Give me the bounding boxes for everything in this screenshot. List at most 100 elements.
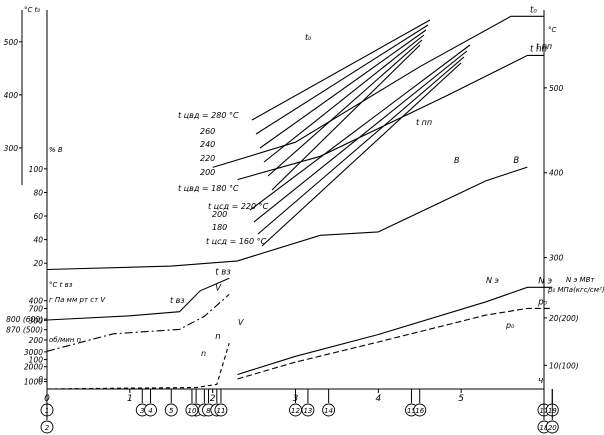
left-axis-label: об/мин n: [49, 336, 81, 344]
event-marker-label: 12: [291, 407, 300, 415]
annotation-label: 180: [212, 223, 227, 232]
event-marker-label: 5: [169, 407, 174, 415]
left-tick-label: 300: [4, 144, 19, 153]
annotation-label: 260: [200, 127, 215, 136]
fan-line: [257, 56, 465, 235]
annotation-label: t цсд = 160 °C: [206, 237, 267, 246]
fan-line: [255, 24, 429, 135]
left-axis-label: % B: [49, 146, 63, 154]
annotation-label: t пп: [536, 42, 552, 51]
x-tick-label: 5: [458, 394, 464, 404]
left-tick-label: 100: [29, 165, 44, 174]
annotation-label: N э: [486, 276, 499, 285]
x-tick-label: 2: [210, 394, 216, 404]
series-line: [212, 15, 544, 168]
annotation-label: t₀: [305, 33, 312, 42]
series-line: [46, 293, 230, 352]
right-axis-label: p₀ МПа(кгс/см²): [547, 286, 604, 294]
series-label: t вз: [215, 267, 231, 277]
event-marker-circle: [185, 403, 199, 417]
event-marker-label: 2: [45, 424, 50, 432]
annotation-label: t пп: [416, 118, 432, 127]
event-marker-label: 10: [187, 407, 196, 415]
right-tick-label: 300: [549, 254, 564, 263]
left-tick-label: 300: [29, 316, 44, 325]
series-label: B: [513, 156, 519, 166]
annotation-label: t цвд = 280 °C: [178, 111, 239, 120]
event-marker-label: 4: [148, 407, 152, 415]
left-tick-label: 0: [38, 375, 43, 384]
event-marker-circle: [413, 403, 427, 417]
x-tick-label: 1: [127, 394, 133, 404]
event-marker-label: 20: [548, 424, 557, 432]
left-tick-label: 3000: [24, 348, 43, 357]
event-marker-circle: [322, 403, 336, 417]
annotation-label: 200: [212, 210, 227, 219]
left-tick-label: 2000: [24, 363, 43, 372]
right-tick-label: 400: [549, 169, 564, 178]
series-label: N э: [538, 276, 552, 286]
fan-line: [249, 44, 471, 211]
left-tick-label: 100: [29, 356, 44, 365]
series-line: [237, 286, 553, 376]
x-axis-unit: ч: [538, 376, 543, 386]
annotation-label: 220: [200, 154, 215, 163]
right-axis-label: N э МВт: [566, 276, 595, 284]
left-axis-label: °C t₀: [24, 6, 40, 14]
event-marker-circle: [301, 403, 315, 417]
left-tick-label: 400: [4, 91, 19, 100]
fan-line: [271, 44, 421, 191]
event-marker-label: 13: [303, 407, 312, 415]
series-line: [237, 307, 553, 380]
fan-line: [263, 34, 425, 163]
left-tick-label: 40: [33, 236, 43, 245]
series-label: V: [215, 283, 222, 293]
event-marker-label: 3: [140, 407, 144, 415]
fan-line: [267, 39, 423, 177]
right-tick-label: 500: [549, 84, 564, 93]
left-tick-label: 500: [4, 38, 19, 47]
series-label: t пп: [530, 44, 548, 54]
series-label: n: [215, 332, 220, 342]
left-tick-label: 60: [33, 212, 43, 221]
x-tick-label: 4: [375, 394, 381, 404]
right-tick-label: 10(100): [549, 361, 579, 370]
annotation-label: t цвд = 180 °C: [178, 184, 239, 193]
event-marker-circle: [164, 403, 178, 417]
series-line: [46, 342, 230, 390]
annotation-label: n: [201, 349, 206, 358]
left-tick-label: 1000: [24, 378, 43, 387]
event-marker-circle: [545, 420, 559, 434]
left-tick-label: 80: [33, 188, 43, 197]
event-marker-label: 15: [407, 407, 416, 415]
left-tick-label: 800 (600): [6, 315, 43, 324]
annotation-label: t цсд = 220 °C: [208, 202, 269, 211]
event-marker-label: 18: [540, 424, 549, 432]
fan-line: [259, 29, 427, 149]
annotation-label: V: [238, 318, 244, 327]
left-axis-label: г Па мм рт ст V: [49, 296, 106, 304]
right-axis-label: °C: [548, 26, 557, 34]
left-axis-label: °C t вз: [49, 281, 73, 289]
right-tick-label: 20(200): [549, 314, 579, 323]
series-line: [237, 54, 544, 181]
annotation-label: p₀: [505, 321, 515, 330]
event-marker-circle: [214, 403, 228, 417]
fan-line: [253, 50, 468, 223]
annotation-label: 200: [200, 168, 215, 177]
event-marker-label: 16: [415, 407, 424, 415]
event-marker-label: 11: [216, 407, 225, 415]
series-label: p₀: [537, 297, 547, 307]
annotation-label: B: [454, 156, 460, 165]
fan-line: [251, 19, 431, 121]
fan-line: [261, 62, 462, 247]
annotation-label: t вз: [170, 296, 185, 305]
left-tick-label: 20: [33, 259, 43, 268]
series-line: [46, 166, 528, 271]
left-tick-label: 200: [29, 336, 44, 345]
event-marker-circle: [144, 403, 157, 417]
left-tick-label: 700: [29, 304, 44, 313]
series-line: [46, 277, 230, 321]
series-label: t₀: [530, 5, 537, 15]
annotation-label: 240: [200, 140, 215, 149]
